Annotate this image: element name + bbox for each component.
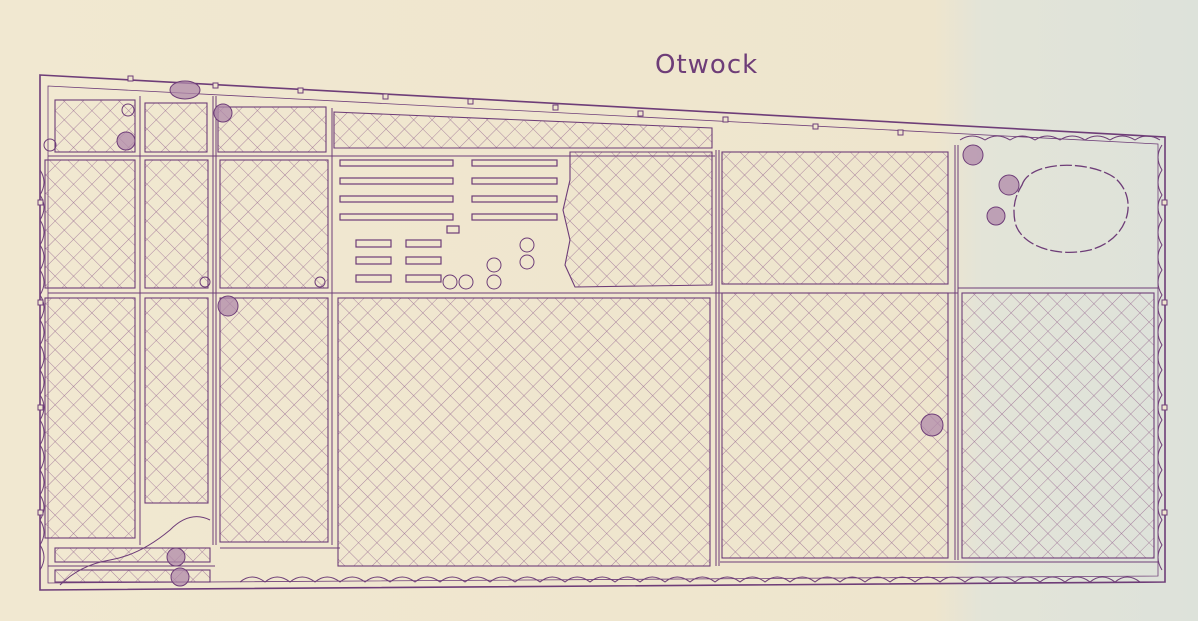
quarter: [219, 297, 329, 543]
building: [355, 256, 392, 265]
building: [471, 159, 558, 167]
quarter: [217, 106, 327, 153]
quarter: [44, 159, 136, 289]
quarter: [333, 111, 713, 149]
quarter: [721, 151, 949, 285]
quarter: [562, 151, 713, 288]
quarter: [219, 159, 329, 289]
quarter: [144, 102, 208, 153]
building: [339, 177, 454, 185]
building: [339, 213, 454, 221]
quarter: [721, 292, 949, 559]
quarter: [961, 292, 1155, 559]
quarter: [54, 547, 211, 563]
hedges: [39, 135, 1163, 586]
building: [471, 195, 558, 203]
building: [471, 177, 558, 185]
building: [405, 239, 442, 248]
quarter: [144, 159, 209, 289]
fence-posts: [37, 75, 1168, 516]
alleys: [48, 96, 1158, 567]
pond: [1013, 164, 1129, 254]
building: [355, 274, 392, 283]
building: [355, 239, 392, 248]
site-boundary: [39, 74, 1166, 591]
quarter: [44, 297, 136, 539]
map-title: Otwock: [655, 50, 759, 80]
building: [405, 274, 442, 283]
building: [405, 256, 442, 265]
building: [339, 195, 454, 203]
quarter: [144, 297, 209, 504]
buildings: [339, 159, 558, 283]
building: [471, 213, 558, 221]
building: [339, 159, 454, 167]
building: [446, 225, 460, 234]
quarter: [337, 297, 711, 567]
trees: [116, 80, 1020, 587]
plantings: [43, 103, 535, 290]
cemetery-quarters: [44, 99, 1155, 583]
